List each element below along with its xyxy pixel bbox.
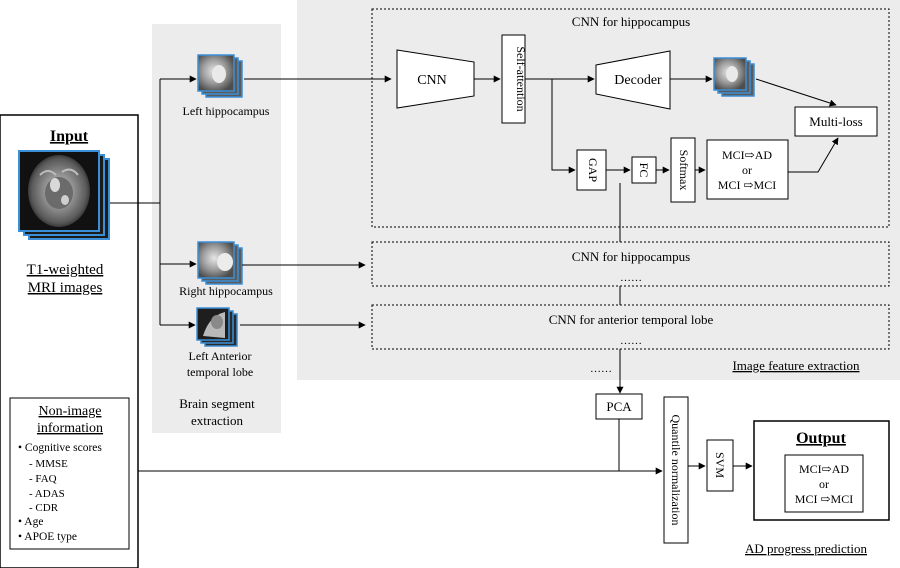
mri-image-stack bbox=[18, 150, 110, 240]
left-atl-label-line2: temporal lobe bbox=[187, 365, 253, 379]
cnn-temporal-lobe-dots: …… bbox=[620, 335, 642, 347]
output-line2: or bbox=[819, 477, 829, 491]
multi-loss-block bbox=[794, 106, 878, 137]
input-title: Input bbox=[50, 128, 89, 145]
fc-label: FC bbox=[637, 163, 651, 178]
non-image-item: - ADAS bbox=[29, 488, 65, 500]
left-hippocampus-label: Left hippocampus bbox=[183, 104, 270, 118]
non-image-title-line1: Non-image bbox=[39, 404, 102, 419]
pca-label: PCA bbox=[606, 399, 632, 414]
mri-caption-line2: MRI images bbox=[28, 280, 103, 296]
output-caption: AD progress prediction bbox=[745, 541, 868, 556]
non-image-item: - MMSE bbox=[29, 458, 68, 470]
gap-block bbox=[576, 149, 607, 191]
softmax-label: Softmax bbox=[677, 150, 691, 191]
cnn-class-line1: MCI⇨AD bbox=[722, 148, 772, 162]
output-result-box bbox=[784, 454, 864, 513]
quantile-normalization-label: Quantile normalization bbox=[669, 415, 683, 526]
decoder-block bbox=[595, 50, 671, 110]
non-image-item: • Age bbox=[18, 516, 43, 528]
cnn-right-hippocampus-dots: …… bbox=[620, 272, 642, 284]
non-image-item: - FAQ bbox=[29, 473, 57, 485]
self-attention-label: Self-attention bbox=[514, 46, 528, 111]
cnn-class-line3: MCI ⇨MCI bbox=[718, 178, 776, 192]
cnn-encoder bbox=[396, 49, 475, 109]
cnn-hippocampus-title: CNN for hippocampus bbox=[572, 14, 690, 29]
multi-loss-label: Multi-loss bbox=[809, 114, 862, 129]
cnn-right-hippocampus-title: CNN for hippocampus bbox=[572, 249, 690, 264]
reconstructed-image-thumb bbox=[713, 57, 755, 97]
quantile-normalization-block bbox=[663, 396, 689, 544]
non-image-box bbox=[9, 397, 130, 550]
cnn-temporal-lobe-box bbox=[371, 304, 890, 350]
right-hippocampus-thumb bbox=[197, 241, 243, 285]
cnn-class-line2: or bbox=[742, 163, 752, 177]
right-hippocampus-label: Right hippocampus bbox=[179, 284, 273, 298]
mri-caption-line1: T1-weighted bbox=[27, 262, 104, 278]
between-dots: …… bbox=[590, 363, 612, 375]
feature-extraction-label: Image feature extraction bbox=[732, 358, 860, 373]
cnn-right-hippocampus-box bbox=[371, 241, 890, 287]
brain-segment-label-line1: Brain segment bbox=[179, 396, 255, 411]
input-connectors bbox=[110, 75, 392, 329]
non-image-item: • APOE type bbox=[18, 531, 77, 543]
svm-block bbox=[706, 439, 734, 492]
output-line3: MCI ⇨MCI bbox=[795, 492, 853, 506]
fusion-connectors bbox=[138, 419, 753, 475]
brain-segment-label-line2: extraction bbox=[191, 413, 243, 428]
cnn-class-output-box bbox=[706, 139, 789, 200]
gap-label: GAP bbox=[586, 158, 600, 182]
left-hippocampus-thumb bbox=[197, 54, 243, 98]
left-atl-label-line1: Left Anterior bbox=[189, 349, 252, 363]
non-image-item: - CDR bbox=[29, 502, 59, 514]
cnn-temporal-lobe-title: CNN for anterior temporal lobe bbox=[549, 312, 714, 327]
output-line1: MCI⇨AD bbox=[799, 462, 849, 476]
left-temporal-lobe-thumb bbox=[196, 307, 238, 347]
non-image-item: • Cognitive scores bbox=[18, 442, 102, 454]
svm-label: SVM bbox=[713, 452, 727, 478]
softmax-block bbox=[670, 137, 696, 203]
output-title: Output bbox=[796, 430, 846, 447]
decoder-label: Decoder bbox=[614, 73, 662, 88]
cnn-encoder-label: CNN bbox=[417, 73, 447, 88]
cnn-connectors bbox=[474, 75, 839, 394]
pca-block bbox=[595, 393, 643, 420]
non-image-title-line2: information bbox=[37, 421, 103, 436]
